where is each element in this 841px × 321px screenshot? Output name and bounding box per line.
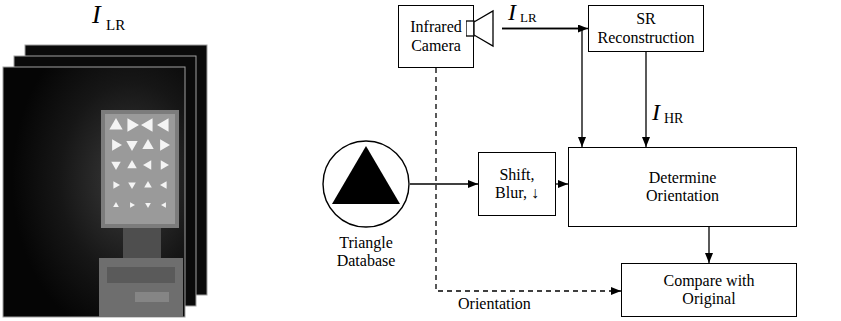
arrow-connector (708, 227, 709, 263)
symbol-letter: I (508, 0, 516, 24)
arrow-connector (645, 52, 646, 147)
camera-icon (466, 5, 494, 68)
box-outline: SR Reconstruction (588, 5, 704, 52)
symbol-subscript: LR (520, 11, 537, 24)
process-box: Compare with Original (621, 263, 797, 317)
edge-label: Orientation (456, 295, 533, 313)
triangle-symbol (332, 146, 400, 204)
node-label: SR Reconstruction (594, 10, 698, 47)
symbol-letter: I (92, 2, 101, 28)
process-box: Determine Orientation (568, 147, 797, 227)
box-outline: Shift, Blur, ↓ (478, 152, 556, 216)
arrow-connector (410, 183, 478, 184)
process-box: SR Reconstruction (588, 5, 704, 52)
text-holder: Triangle Database (318, 234, 414, 271)
camera-lens (474, 11, 493, 46)
symbol-subscript: LR (106, 18, 125, 33)
camera-body (466, 21, 474, 36)
arrow-connector (556, 183, 568, 184)
symbol-letter: I (652, 100, 660, 124)
node-label: Shift, Blur, ↓ (484, 166, 550, 203)
box-outline: Compare with Original (621, 263, 797, 317)
symbol-subscript: HR (664, 112, 683, 126)
database-circle: Triangle Database (322, 140, 410, 285)
box-outline: Infrared Camera (398, 5, 474, 68)
node-label: Determine Orientation (628, 169, 738, 206)
node-label: Infrared Camera (404, 18, 468, 55)
node-label: Triangle Database (318, 234, 414, 271)
arrow-connector (502, 29, 582, 148)
camera-box: Infrared Camera (398, 5, 502, 68)
box-outline: Determine Orientation (568, 147, 797, 227)
front-frame (3, 67, 185, 317)
process-box: Shift, Blur, ↓ (478, 152, 556, 216)
node-label: Compare with Original (649, 272, 769, 309)
database-circle-outline (323, 141, 409, 227)
database-symbol (322, 140, 410, 228)
